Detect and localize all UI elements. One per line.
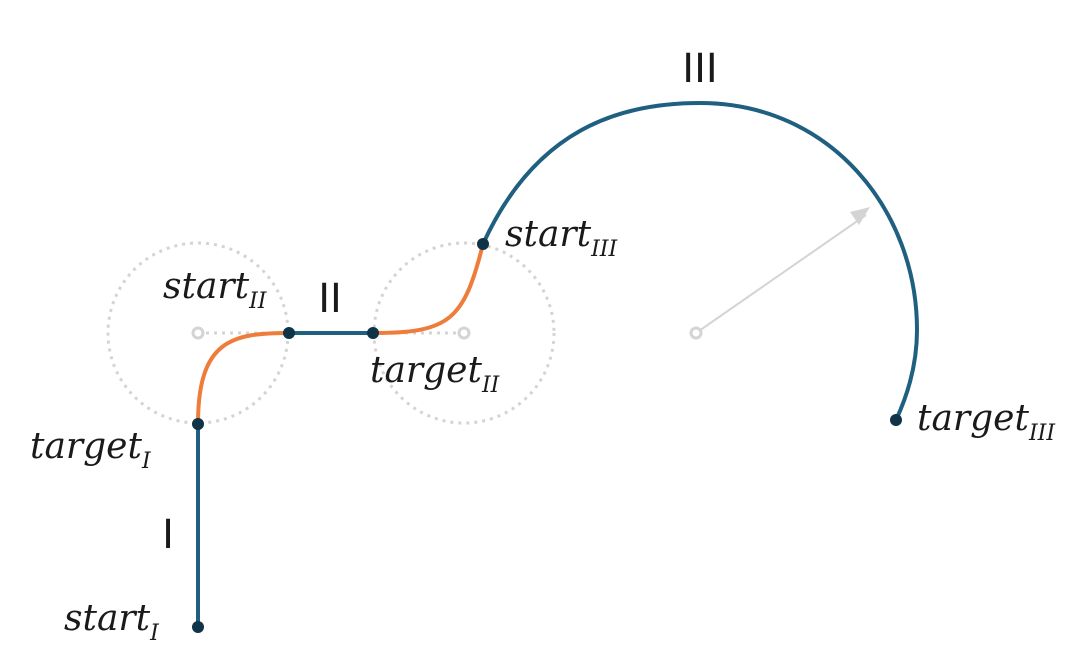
- transition-curve-two: [372, 243, 485, 335]
- point-target-three: [890, 414, 902, 426]
- segment-three-arc: [481, 100, 920, 421]
- point-start-two: [283, 327, 295, 339]
- label-start-one-sub: I: [149, 621, 160, 646]
- label-target-two: targetII: [370, 350, 501, 398]
- label-target-three: targetIII: [917, 398, 1056, 446]
- segment-label-two: II: [318, 276, 342, 322]
- label-target-one-sub: I: [141, 449, 152, 474]
- label-start-two-sub: II: [248, 289, 268, 314]
- radius-arrow-line: [695, 214, 867, 334]
- label-start-two-base: start: [163, 266, 250, 307]
- arc-center: [689, 326, 703, 340]
- label-target-three-sub: III: [1028, 421, 1056, 446]
- segment-label-one: I: [162, 512, 174, 558]
- label-start-three-sub: III: [590, 237, 618, 262]
- label-start-two: startII: [163, 266, 268, 314]
- point-start-one: [192, 621, 204, 633]
- circle-center-right: [457, 326, 471, 340]
- label-target-one-base: target: [30, 426, 142, 467]
- label-start-one: startI: [64, 598, 160, 646]
- label-target-two-sub: II: [481, 373, 501, 398]
- label-start-one-base: start: [64, 598, 151, 639]
- label-target-three-base: target: [917, 398, 1029, 439]
- label-target-two-base: target: [370, 350, 482, 391]
- radius-arrow-head: [850, 207, 870, 225]
- segment-label-three: III: [682, 46, 717, 92]
- label-target-one: targetI: [30, 426, 152, 474]
- label-start-three-base: start: [505, 214, 592, 255]
- point-target-two: [367, 327, 379, 339]
- transition-curve-one: [196, 331, 290, 425]
- label-start-three: startIII: [505, 214, 618, 262]
- point-start-three: [477, 238, 489, 250]
- point-target-one: [192, 418, 204, 430]
- circle-center-left: [191, 326, 205, 340]
